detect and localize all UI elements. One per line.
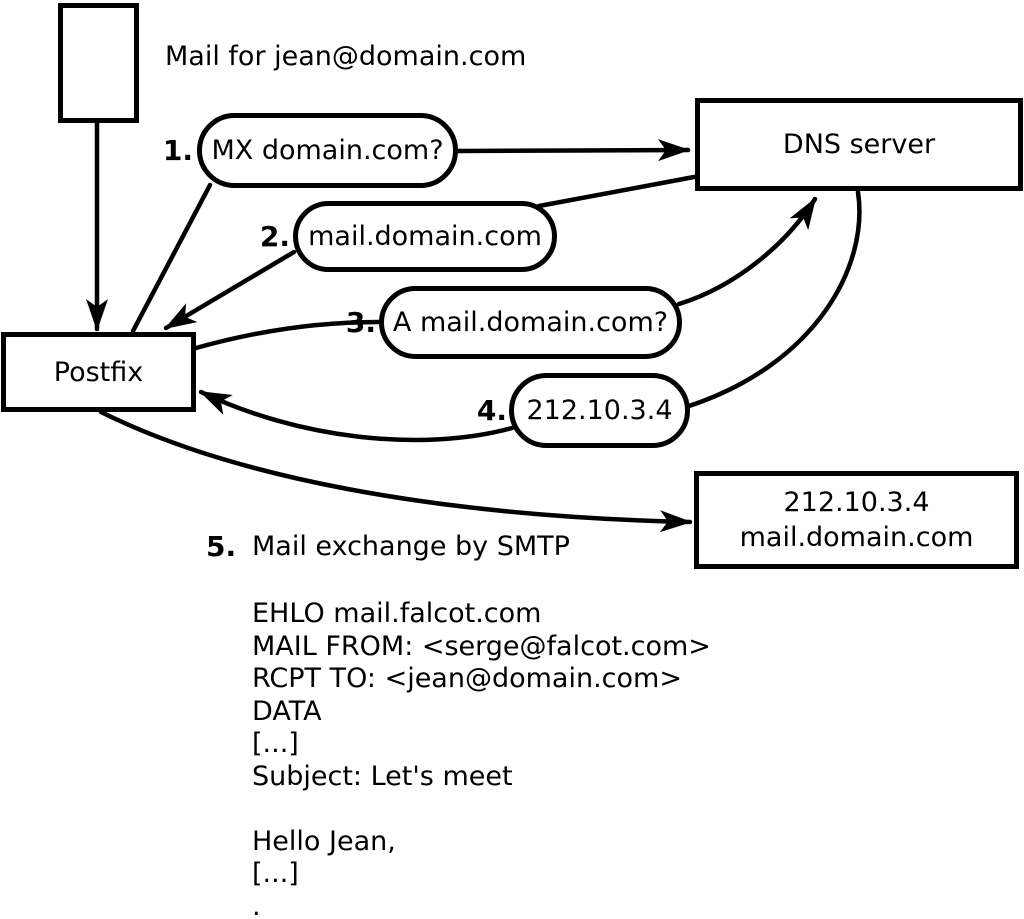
response-mx-label: mail.domain.com (308, 221, 542, 252)
smtp-line-data: DATA (252, 695, 322, 727)
step-number-3: 3. (345, 306, 376, 339)
smtp-line-ehlo: EHLO mail.falcot.com (252, 598, 542, 629)
smtp-line-end-dot: . (252, 890, 261, 919)
smtp-line-ellipsis-2: [...] (252, 858, 299, 889)
mail-document-node (58, 3, 139, 123)
arrow-query3-to-dns (676, 196, 818, 307)
arrow-query1-to-dns (455, 139, 691, 162)
dns-server-node: DNS server (695, 98, 1023, 191)
smtp-session-transcript: EHLO mail.falcot.com MAIL FROM: <serge@f… (252, 598, 711, 919)
query-mx-label: MX domain.com? (211, 135, 444, 166)
step-5-caption: Mail exchange by SMTP (252, 531, 570, 562)
smtp-line-subject: Subject: Let's meet (252, 760, 513, 792)
step-number-1: 1. (162, 134, 193, 167)
mail-server-node: 212.10.3.4 mail.domain.com (694, 471, 1019, 569)
response-a-label: 212.10.3.4 (526, 395, 673, 426)
smtp-line-mail-from: MAIL FROM: <serge@falcot.com> (252, 630, 711, 662)
smtp-line-rcpt-to: RCPT TO: <jean@domain.com> (252, 663, 682, 694)
line-postfix-to-query1 (130, 182, 213, 334)
postfix-label: Postfix (53, 356, 144, 388)
mail-server-ip: 212.10.3.4 (783, 487, 930, 518)
mail-for-caption: Mail for jean@domain.com (165, 41, 527, 72)
response-mx-pill: mail.domain.com (293, 201, 557, 272)
dns-server-label: DNS server (782, 129, 936, 160)
line-dns-to-response2 (536, 174, 697, 209)
response-a-pill: 212.10.3.4 (509, 373, 690, 448)
mail-server-hostname: mail.domain.com (739, 522, 974, 553)
step-number-2: 2. (259, 220, 290, 253)
smtp-line-blank (252, 793, 711, 826)
line-dns-to-response4 (686, 189, 862, 409)
postfix-node: Postfix (1, 332, 196, 412)
step-number-5: 5. (206, 530, 237, 563)
query-a-pill: A mail.domain.com? (379, 286, 682, 359)
step-number-4: 4. (476, 394, 507, 427)
smtp-line-ellipsis-1: [...] (252, 728, 299, 759)
query-mx-pill: MX domain.com? (197, 113, 458, 188)
query-a-label: A mail.domain.com? (392, 307, 669, 338)
smtp-line-greeting: Hello Jean, (252, 825, 396, 857)
arrow-response4-to-postfix (198, 389, 515, 443)
